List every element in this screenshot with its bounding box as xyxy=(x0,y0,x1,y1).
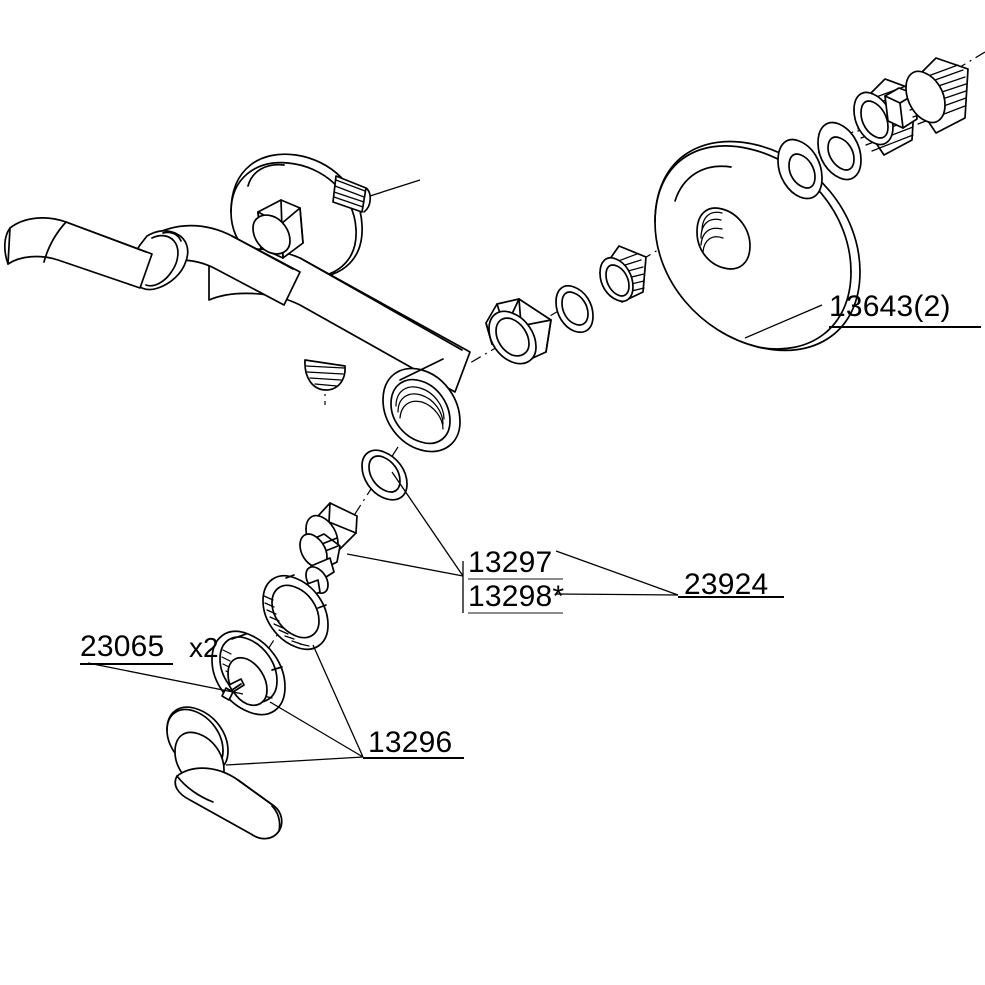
threaded-connector xyxy=(853,57,969,156)
part-label-13298: 13298* xyxy=(468,580,565,613)
part-label-13297: 13297 xyxy=(468,546,553,579)
part-label-13297-underline xyxy=(468,578,563,580)
part-label-13298-underline xyxy=(468,612,563,614)
part-label-13643-underline xyxy=(829,326,981,328)
washer-inner xyxy=(817,121,862,181)
o-ring-coupling xyxy=(555,284,594,334)
valve-cartridge xyxy=(298,502,358,605)
part-quantity-x2: x2 xyxy=(189,632,219,663)
part-label-23924: 23924 xyxy=(684,568,769,601)
lower-lever-handle xyxy=(166,706,283,840)
part-label-23065: 23065 xyxy=(80,630,165,663)
part-label-13296: 13296 xyxy=(368,726,453,759)
splined-ring xyxy=(262,574,329,651)
washer-outer xyxy=(777,138,823,200)
part-label-13643: 13643(2) xyxy=(829,290,951,323)
handle-collar xyxy=(211,630,286,716)
threaded-nipple-center xyxy=(599,245,647,303)
escutcheon-flange xyxy=(382,358,461,453)
part-label-13296-underline xyxy=(363,757,464,759)
leader-lines xyxy=(87,304,823,766)
faucet-body xyxy=(4,153,471,453)
part-label-23924-underline xyxy=(678,596,784,598)
part-label-23065-underline xyxy=(80,663,173,665)
o-ring-cartridge xyxy=(361,449,408,501)
coupling-hex-nut xyxy=(485,298,552,365)
threaded-outlet-bottom xyxy=(304,359,346,391)
threaded-outlet-top xyxy=(332,175,421,213)
